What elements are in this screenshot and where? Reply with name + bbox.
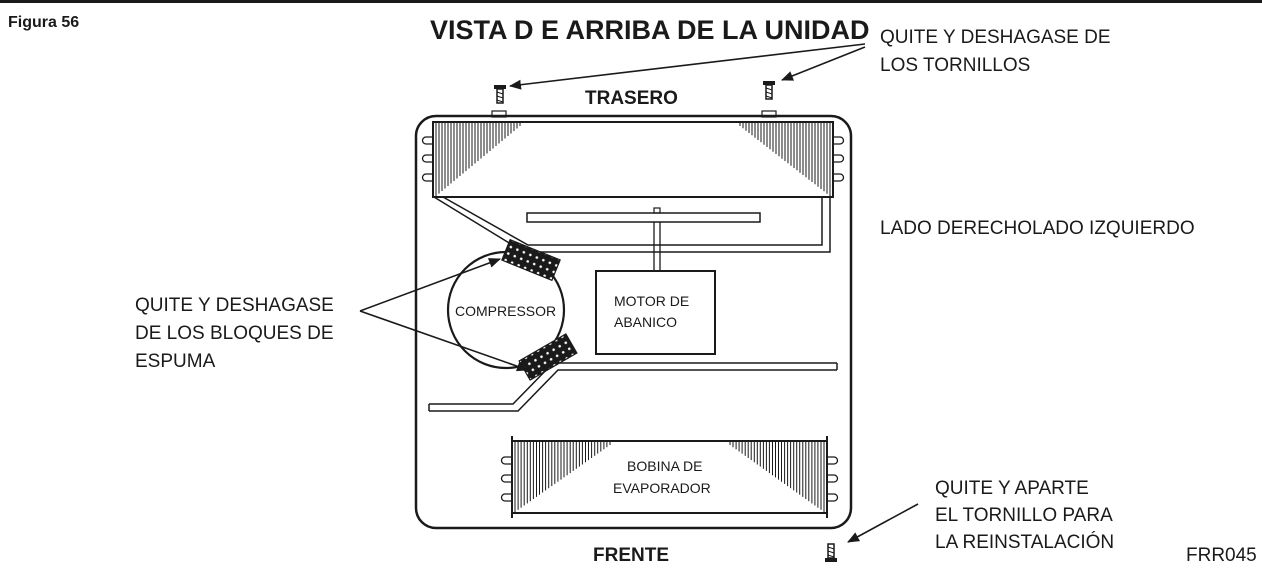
- front-screw-arrow: [847, 503, 919, 543]
- unit-outline: [414, 114, 853, 530]
- rear-label: TRASERO: [585, 88, 678, 109]
- condenser-baffle: [433, 196, 831, 253]
- front-screw-note-line-1: QUITE Y APARTE: [935, 478, 1089, 499]
- figure-label: Figura 56: [8, 14, 79, 31]
- fan-motor-box: [595, 270, 716, 355]
- front-screw-icon: [825, 543, 837, 562]
- fan-blade: [526, 212, 761, 223]
- evaporator-label-background: [612, 453, 727, 501]
- foam-block-top: [501, 238, 561, 282]
- front-label: FRENTE: [593, 545, 669, 566]
- sides-label: LADO DERECHOLADO IZQUIERDO: [880, 218, 1195, 239]
- foam-bottom-arrow: [359, 310, 529, 372]
- top-right-tab: [761, 110, 777, 118]
- fan-motor-label-line-1: MOTOR DE: [614, 293, 689, 309]
- top-screws-note-line-2: LOS TORNILLOS: [880, 55, 1030, 76]
- top-screws-note-line-1: QUITE Y DESHAGASE DE: [880, 27, 1111, 48]
- foam-note-line-2: DE LOS BLOQUES DE: [135, 323, 334, 344]
- top-left-screw-icon: [494, 85, 506, 104]
- compressor-label: COMPRESSOR: [455, 303, 556, 319]
- condenser-coil: [421, 121, 845, 198]
- foam-note-line-1: QUITE Y DESHAGASE: [135, 295, 334, 316]
- front-screw-note-line-2: EL TORNILLO PARA: [935, 505, 1113, 526]
- foam-note-line-3: ESPUMA: [135, 351, 216, 372]
- figure-code: FRR045: [1186, 545, 1257, 566]
- diagram-title: VISTA D E ARRIBA DE LA UNIDAD: [430, 15, 870, 45]
- foam-top-arrow: [359, 258, 501, 312]
- evaporator-label-line-1: BOBINA DE: [627, 458, 702, 474]
- fan-motor-label-line-2: ABANICO: [614, 314, 677, 330]
- evaporator-coil: [500, 436, 839, 518]
- top-screw-right-arrow: [781, 46, 866, 81]
- lower-baffle: [428, 362, 838, 412]
- fan-hub: [653, 207, 661, 214]
- evaporator-label-line-2: EVAPORADOR: [613, 480, 711, 496]
- top-screw-left-arrow: [509, 43, 866, 90]
- top-right-screw-icon: [763, 81, 775, 100]
- top-left-tab: [491, 110, 507, 118]
- front-screw-note-line-3: LA REINSTALACIÓN: [935, 531, 1114, 553]
